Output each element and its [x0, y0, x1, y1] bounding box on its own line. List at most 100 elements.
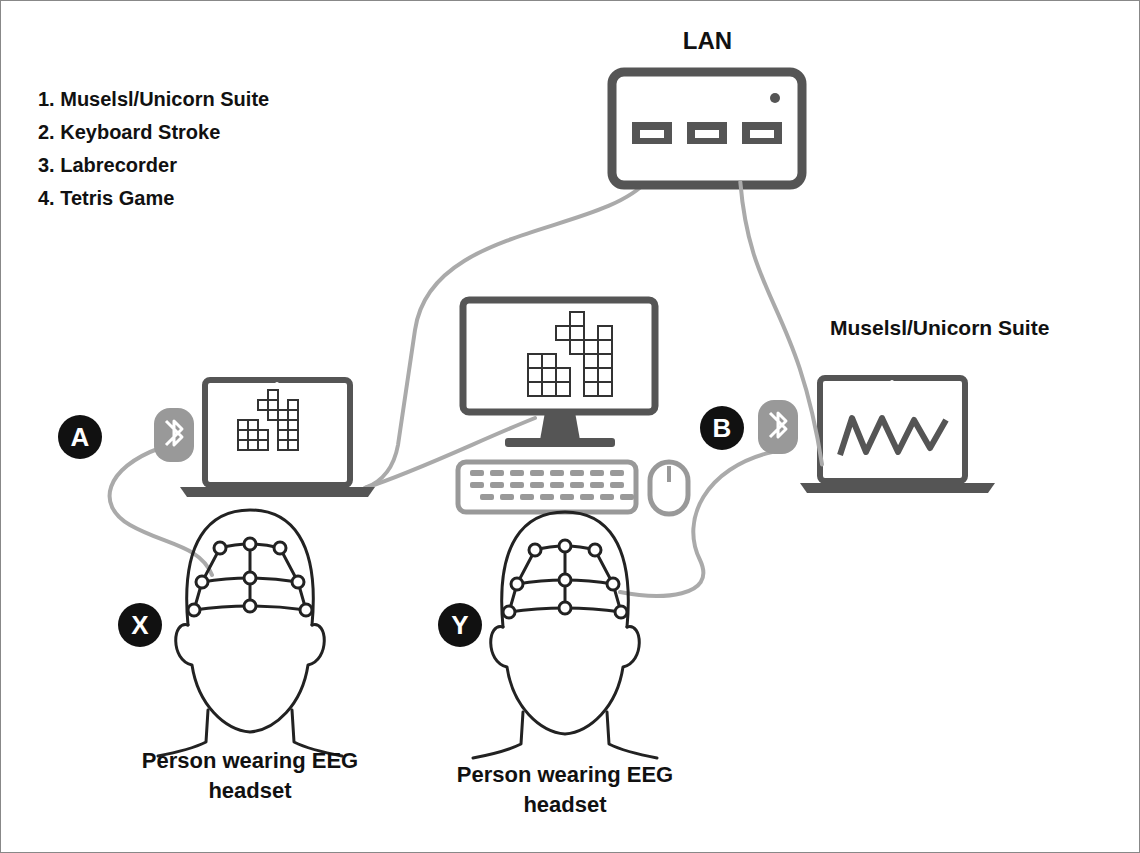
tetris-cell [258, 440, 268, 450]
electrode [214, 542, 226, 554]
list-item: 2. Keyboard Stroke [38, 121, 220, 144]
tetris-cell [268, 400, 278, 410]
electrode [559, 540, 571, 552]
eeg-signal [840, 418, 946, 455]
key [570, 482, 584, 488]
tetris-cell [248, 430, 258, 440]
key [470, 482, 484, 488]
key [550, 482, 564, 488]
net-line [509, 550, 535, 612]
net-line [194, 548, 220, 610]
key [500, 494, 514, 500]
key [620, 494, 634, 500]
skull [502, 512, 629, 627]
net-line [595, 550, 621, 612]
tetris-cell [278, 410, 288, 420]
tetris-cell [584, 354, 598, 368]
tetris-cell [584, 340, 598, 354]
tetris-cell [238, 420, 248, 430]
callout-letter: B [700, 406, 744, 450]
electrode [607, 578, 619, 590]
callout-letter: Y [438, 603, 482, 647]
lan-router: LAN [605, 26, 810, 188]
callout-circle: X [118, 603, 162, 647]
tetris-cell [598, 382, 612, 396]
key [580, 494, 594, 500]
tetris-cell [598, 354, 612, 368]
electrode [559, 602, 571, 614]
electrode [188, 604, 200, 616]
cables [110, 180, 772, 596]
electrode [274, 542, 286, 554]
tetris-cell [528, 382, 542, 396]
key [470, 470, 484, 476]
laptop [180, 380, 375, 497]
key [550, 470, 564, 476]
electrode [196, 576, 208, 588]
person-caption: Person wearing EEG headset [140, 746, 360, 806]
tetris-cell [556, 368, 570, 382]
face [176, 625, 325, 732]
electrode [300, 604, 312, 616]
key [560, 494, 574, 500]
tetris-cell [584, 368, 598, 382]
tetris-cell [278, 440, 288, 450]
tetris-cell [556, 382, 570, 396]
key [530, 482, 544, 488]
network-cable [740, 182, 822, 464]
key [600, 494, 614, 500]
skull [187, 510, 314, 625]
tetris-cell [258, 400, 268, 410]
bluetooth-wire [110, 448, 212, 575]
key [590, 470, 604, 476]
tetris-cell [248, 440, 258, 450]
electrode [244, 572, 256, 584]
tetris-cell [542, 382, 556, 396]
tetris-cell [598, 326, 612, 340]
tetris-cell [542, 368, 556, 382]
key [530, 470, 544, 476]
tetris-cell [288, 400, 298, 410]
key [510, 470, 524, 476]
key [540, 494, 554, 500]
key [610, 470, 624, 476]
key [480, 494, 494, 500]
person-figure: Person wearing EEG headset [455, 500, 675, 820]
callout-circle: A [58, 415, 102, 459]
electrode [529, 544, 541, 556]
key [490, 482, 504, 488]
tetris-cell [258, 430, 268, 440]
tetris-cell [238, 440, 248, 450]
tetris-cell [570, 340, 584, 354]
tetris-cell [570, 312, 584, 326]
key [510, 482, 524, 488]
tetris-cell [598, 368, 612, 382]
person-caption: Person wearing EEG headset [455, 760, 675, 820]
bluetooth-wire [620, 452, 772, 596]
key [610, 482, 624, 488]
laptop [800, 378, 995, 493]
tetris-blocks [238, 312, 612, 450]
laptop: Muselsl/Unicorn Suite [800, 315, 1090, 495]
tetris-cell [248, 420, 258, 430]
tetris-cell [570, 326, 584, 340]
tetris-cell [288, 430, 298, 440]
tetris-cell [288, 440, 298, 450]
tetris-cell [238, 430, 248, 440]
electrode [511, 578, 523, 590]
callout-letter: A [58, 415, 102, 459]
tetris-cell [528, 368, 542, 382]
tetris-cell [556, 326, 570, 340]
tetris-cell [268, 390, 278, 400]
head-outline [473, 512, 657, 758]
list-item: 3. Labrecorder [38, 154, 177, 177]
eeg-net [188, 538, 312, 616]
list-item: 4. Tetris Game [38, 187, 174, 210]
tetris-cell [278, 430, 288, 440]
router [612, 72, 802, 185]
callout-letter: X [118, 603, 162, 647]
heads [158, 510, 657, 758]
neck [473, 712, 657, 758]
electrode [559, 574, 571, 586]
